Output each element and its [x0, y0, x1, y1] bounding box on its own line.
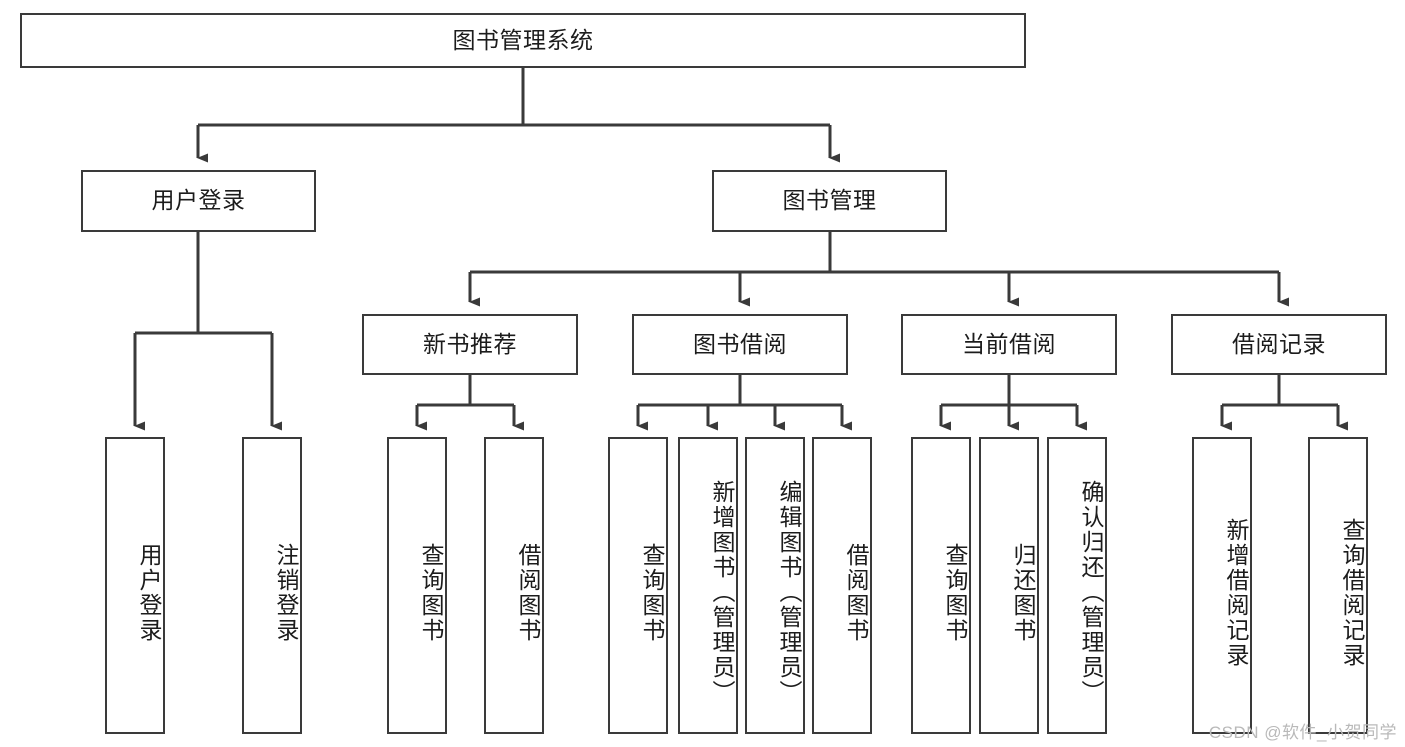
node-leaf-user-login-label: 用户登录 [136, 542, 162, 643]
node-leaf-query-book-1[interactable]: 查询图书 [387, 437, 447, 734]
node-leaf-query-book-2[interactable]: 查询图书 [608, 437, 668, 734]
node-leaf-query-book-1-label: 查询图书 [418, 542, 444, 643]
node-leaf-logout-login-label: 注销登录 [273, 542, 299, 643]
node-current-borrow[interactable]: 当前借阅 [901, 314, 1117, 375]
node-leaf-add-record[interactable]: 新增借阅记录 [1192, 437, 1252, 734]
csdn-watermark: CSDN @软件_小贺同学 [1208, 723, 1397, 742]
node-leaf-add-book-label: 新增图书（管理员） [709, 480, 735, 705]
node-user-login-label: 用户登录 [151, 187, 246, 214]
node-borrow-record-label: 借阅记录 [1232, 330, 1326, 357]
node-new-book-recommend-label: 新书推荐 [423, 330, 517, 357]
node-book-manage-label: 图书管理 [782, 187, 877, 214]
node-leaf-user-login[interactable]: 用户登录 [105, 437, 165, 734]
node-book-manage[interactable]: 图书管理 [712, 170, 947, 232]
node-leaf-return-book[interactable]: 归还图书 [979, 437, 1039, 734]
node-leaf-query-book-3-label: 查询图书 [942, 542, 968, 643]
node-leaf-confirm-return-label: 确认归还（管理员） [1078, 480, 1104, 705]
node-user-login[interactable]: 用户登录 [81, 170, 316, 232]
node-leaf-query-record[interactable]: 查询借阅记录 [1308, 437, 1368, 734]
node-leaf-logout-login[interactable]: 注销登录 [242, 437, 302, 734]
node-leaf-add-record-label: 新增借阅记录 [1223, 517, 1249, 668]
node-leaf-add-book[interactable]: 新增图书（管理员） [678, 437, 738, 734]
node-leaf-borrow-book-2-label: 借阅图书 [843, 542, 869, 643]
node-leaf-borrow-book-2[interactable]: 借阅图书 [812, 437, 872, 734]
node-leaf-borrow-book-1[interactable]: 借阅图书 [484, 437, 544, 734]
node-leaf-query-record-label: 查询借阅记录 [1339, 517, 1365, 668]
node-leaf-edit-book-label: 编辑图书（管理员） [776, 480, 802, 705]
node-new-book-recommend[interactable]: 新书推荐 [362, 314, 578, 375]
node-book-borrow[interactable]: 图书借阅 [632, 314, 848, 375]
node-borrow-record[interactable]: 借阅记录 [1171, 314, 1387, 375]
node-leaf-borrow-book-1-label: 借阅图书 [515, 542, 541, 643]
node-root[interactable]: 图书管理系统 [20, 13, 1026, 68]
node-root-label: 图书管理系统 [452, 26, 594, 53]
node-leaf-return-book-label: 归还图书 [1010, 542, 1036, 643]
node-leaf-confirm-return[interactable]: 确认归还（管理员） [1047, 437, 1107, 734]
node-current-borrow-label: 当前借阅 [962, 330, 1056, 357]
node-leaf-edit-book[interactable]: 编辑图书（管理员） [745, 437, 805, 734]
node-leaf-query-book-2-label: 查询图书 [639, 542, 665, 643]
node-leaf-query-book-3[interactable]: 查询图书 [911, 437, 971, 734]
node-book-borrow-label: 图书借阅 [693, 330, 787, 357]
